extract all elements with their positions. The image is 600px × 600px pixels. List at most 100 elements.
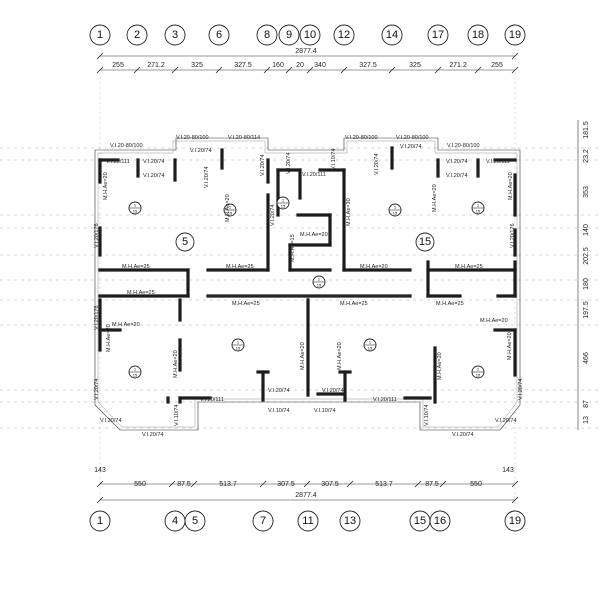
top-dim: 20 xyxy=(296,62,304,69)
axis-bubble-bottom: 13 xyxy=(339,510,361,532)
beam-label: V.I.10/74 xyxy=(331,148,337,170)
beam-label: V.I.20-80/100 xyxy=(396,135,429,141)
beam-label: V.I.20/74 xyxy=(446,173,468,179)
beam-label: V.I.20/111 xyxy=(106,159,130,165)
beam-label: M.H.Ae=25 xyxy=(226,264,254,270)
beam-label: M.H.Ae=20 xyxy=(508,172,514,200)
beam-label: V.I.20/74 xyxy=(142,432,164,438)
building-outline xyxy=(94,137,521,431)
section-marker: 115 xyxy=(276,196,290,210)
beam-label: V.I.10/74 xyxy=(424,404,430,426)
beam-label: V.I.10/74 xyxy=(268,408,290,414)
beam-label: V.I.20/74 xyxy=(495,418,517,424)
top-dim: 325 xyxy=(409,62,421,69)
beam-label: M.H.Ae=20 xyxy=(103,172,109,200)
beam-label: M.H.Ae=20 xyxy=(480,318,508,324)
right-dimension-chain: 181.5 23.2 353 140 202.5 180 197.5 466 8… xyxy=(577,120,590,430)
axis-label: 15 xyxy=(414,515,426,527)
beam-labels: V.I.20-80/100 V.I.20-80/100 V.I.20-80/11… xyxy=(94,135,524,438)
beam-label: V.I.20/74 xyxy=(260,154,266,176)
axis-bubble-top: 18 xyxy=(467,24,489,46)
beam-label: V.I.20/176 xyxy=(510,223,516,248)
right-dim: 197.5 xyxy=(583,301,590,319)
section-marker-top: 1 xyxy=(477,367,480,372)
bottom-dim: 550 xyxy=(134,481,146,488)
section-marker: 115 xyxy=(312,275,326,289)
beam-label: V.I.20/74 xyxy=(270,204,276,226)
right-dim: 353 xyxy=(583,186,590,198)
section-marker-top: 1 xyxy=(134,203,137,208)
axis-bubble-top: 6 xyxy=(208,24,230,46)
beam-label: V.I.20/176 xyxy=(94,223,100,248)
beam-label: V.I.20-80/114 xyxy=(228,135,260,141)
beam-label: M.H.Ae=25 xyxy=(436,301,464,307)
bottom-total-dim: 2877.4 xyxy=(295,492,317,499)
section-marker: 115 xyxy=(388,203,402,217)
beam-label: V.I.20/74 xyxy=(518,378,524,400)
axis-bubble-top: 10 xyxy=(299,24,321,46)
beam-label: M.H.Ae=25 xyxy=(455,264,483,270)
section-marker-bottom: 15 xyxy=(368,346,373,351)
axis-grid-lines xyxy=(99,72,516,505)
beam-label: V.I.20/74 xyxy=(286,152,292,174)
axis-bubble-top: 3 xyxy=(164,24,186,46)
axis-bubble-bottom: 5 xyxy=(184,510,206,532)
axis-label: 13 xyxy=(344,515,356,527)
right-dim: 181.5 xyxy=(583,121,590,139)
right-dim: 13 xyxy=(583,416,590,424)
section-marker-top: 1 xyxy=(394,205,397,210)
section-marker: 115 xyxy=(471,365,485,379)
axis-bubble-top: 12 xyxy=(333,24,355,46)
top-dim: 160 xyxy=(272,62,284,69)
beam-label: V.I.20/74 xyxy=(143,173,165,179)
axis-bubble-top: 19 xyxy=(504,24,526,46)
axis-bubble-top: 14 xyxy=(381,24,403,46)
beam-label: V.I.20/111 xyxy=(373,397,397,403)
axis-label: 2 xyxy=(134,29,140,41)
axis-bubble-bottom: 11 xyxy=(297,510,319,532)
section-marker: 115 xyxy=(471,201,485,215)
section-marker-bottom: 15 xyxy=(228,211,233,216)
bottom-dimension-chain: 143 143 550 87.5 513.7 307.5 307.5 513.7… xyxy=(94,467,519,504)
bottom-edge-dim: 143 xyxy=(502,467,514,474)
bottom-axis-bubbles: 1 4 5 7 11 13 15 16 19 xyxy=(89,510,526,532)
beam-label: M.H.Ae=20 xyxy=(337,342,343,370)
top-dim: 325 xyxy=(191,62,203,69)
beam-label: M.H.Ae=20 xyxy=(437,352,443,380)
bottom-dim: 513.7 xyxy=(375,481,393,488)
axis-bubble-top: 2 xyxy=(126,24,148,46)
axis-bubble-top: 9 xyxy=(278,24,300,46)
bottom-dim: 307.5 xyxy=(321,481,339,488)
top-dim: 340 xyxy=(314,62,326,69)
axis-label: 11 xyxy=(302,515,313,527)
axis-bubble-top: 17 xyxy=(427,24,449,46)
beam-label: M.H.Ae=25 xyxy=(122,264,150,270)
structural-walls xyxy=(98,146,517,404)
axis-bubble-bottom: 15 xyxy=(409,510,431,532)
beam-label: V.I.20/74 xyxy=(190,148,212,154)
section-marker: 115 xyxy=(363,338,377,352)
section-marker-bottom: 15 xyxy=(133,373,138,378)
beam-label: M.H.Ae=20 xyxy=(360,264,388,270)
beam-label: M.H.Ae=20 xyxy=(106,324,112,352)
beam-label: V.I.20/74 xyxy=(143,159,165,165)
beam-label: V.I.20/74 xyxy=(204,166,210,188)
axis-label: 3 xyxy=(172,29,178,41)
beam-label: V.I.10/74 xyxy=(314,408,336,414)
bottom-dim: 550 xyxy=(470,481,482,488)
section-marker-bottom: 15 xyxy=(133,209,138,214)
section-marker: 115 xyxy=(128,365,142,379)
top-dim: 327.5 xyxy=(359,62,377,69)
section-marker-top: 1 xyxy=(229,205,232,210)
beam-label: V.I.20/74 xyxy=(400,144,422,150)
zone-bubbles: 5 15 xyxy=(175,232,435,252)
beam-label: M.H.Ae=30 xyxy=(346,198,352,226)
axis-label: 14 xyxy=(386,29,398,41)
beam-label: M.H.Ae=20 xyxy=(300,342,306,370)
section-marker-bottom: 15 xyxy=(476,209,481,214)
axis-label: 19 xyxy=(509,29,521,41)
section-marker-top: 1 xyxy=(477,203,480,208)
axis-label: 6 xyxy=(216,29,222,41)
beam-label: V.I.20/74 xyxy=(100,418,122,424)
